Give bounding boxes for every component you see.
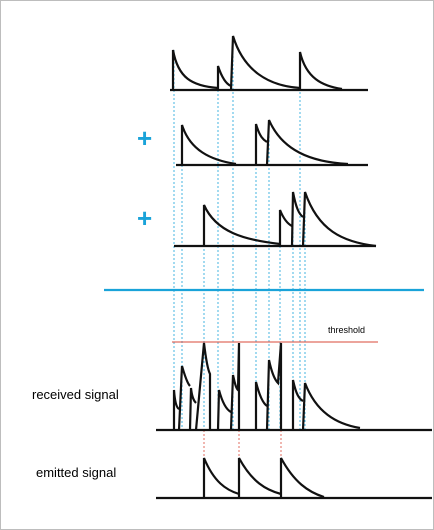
emitted-signal <box>156 457 432 500</box>
input-signal-1 <box>170 35 368 92</box>
emitted-signal-label: emitted signal <box>36 465 117 480</box>
input-signal-2 <box>176 119 368 167</box>
plus-operator: + <box>137 123 153 153</box>
received-signal <box>156 342 432 432</box>
received-signal-label: received signal <box>32 387 119 402</box>
threshold-label: threshold <box>328 325 366 335</box>
input-signal-3 <box>174 191 377 248</box>
plus-operator: + <box>137 203 153 233</box>
trigger-lines <box>203 430 282 458</box>
